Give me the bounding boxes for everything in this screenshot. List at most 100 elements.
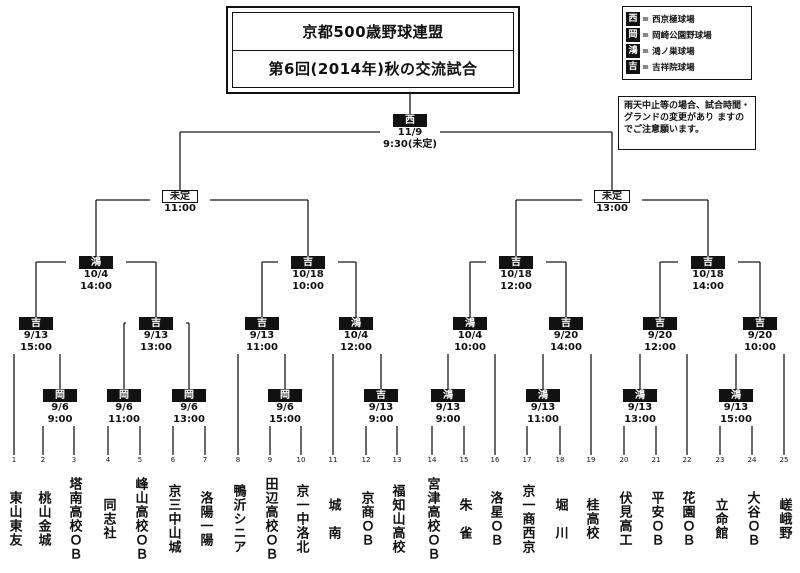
match-time: 9:00 bbox=[47, 414, 73, 425]
venue-badge: 吉 bbox=[245, 317, 279, 330]
team-number: 21 bbox=[651, 456, 661, 464]
rain-notice: 雨天中止等の場合、試合時間・グランドの変更があり ますのでご注意願います。 bbox=[618, 96, 756, 150]
team-number: 14 bbox=[427, 456, 437, 464]
team-name: 朱 雀 bbox=[456, 498, 472, 540]
team-name: 京商ＯＢ bbox=[358, 491, 374, 547]
match-date: 9/6 bbox=[180, 402, 198, 413]
team-number: 22 bbox=[682, 456, 692, 464]
match-time: 12:00 bbox=[644, 342, 676, 353]
match-date: 10/18 bbox=[500, 269, 532, 280]
venue-badge: 鴻 bbox=[339, 317, 373, 330]
match-date: 9/13 bbox=[435, 402, 461, 413]
team-number: 10 bbox=[296, 456, 306, 464]
team-number: 7 bbox=[202, 456, 208, 464]
match-date: 10/18 bbox=[292, 269, 324, 280]
team-number: 20 bbox=[619, 456, 629, 464]
match-date: 9/13 bbox=[723, 402, 749, 413]
match-date: 10/18 bbox=[692, 269, 724, 280]
team-number: 2 bbox=[40, 456, 46, 464]
match-date: 9/20 bbox=[747, 330, 773, 341]
match-time: 13:00 bbox=[624, 414, 656, 425]
venue-badge: 鴻 bbox=[719, 389, 753, 402]
match-date: 10/4 bbox=[83, 269, 109, 280]
match-date: 9/13 bbox=[23, 330, 49, 341]
match-time: 10:00 bbox=[744, 342, 776, 353]
venue-badge: 吉 bbox=[19, 317, 53, 330]
venue-badge: 鴻 bbox=[431, 389, 465, 402]
match-date: 11/9 bbox=[397, 127, 423, 138]
match-time: 11:00 bbox=[164, 203, 196, 214]
team-entry: 11 城 南 bbox=[321, 456, 345, 573]
team-name: 京三中山城 bbox=[165, 484, 181, 554]
team-number: 16 bbox=[490, 456, 500, 464]
match-time: 14:00 bbox=[550, 342, 582, 353]
venue-badge: 吉 bbox=[626, 60, 640, 74]
title-inner: 京都500歳野球連盟 第6回(2014年)秋の交流試合 bbox=[232, 12, 514, 88]
team-number: 19 bbox=[586, 456, 596, 464]
team-number: 17 bbox=[522, 456, 532, 464]
match-time: 9:00 bbox=[368, 414, 394, 425]
venue-badge: 鴻 bbox=[453, 317, 487, 330]
team-name: 宮津高校ＯＢ bbox=[424, 477, 440, 561]
venue-badge: 鴻 bbox=[623, 389, 657, 402]
match-date: 9/6 bbox=[115, 402, 133, 413]
match-date: 9/13 bbox=[143, 330, 169, 341]
legend-row: 吉= 吉祥院球場 bbox=[626, 59, 748, 75]
venue-badge: 吉 bbox=[291, 256, 325, 269]
venue-badge: 岡 bbox=[43, 389, 77, 402]
match-date: 9/13 bbox=[627, 402, 653, 413]
venue-legend: 西= 西京極球場 岡= 岡崎公園野球場 鴻= 鴻ノ巣球場 吉= 吉祥院球場 bbox=[622, 6, 752, 80]
venue-badge: 吉 bbox=[643, 317, 677, 330]
venue-badge: 吉 bbox=[499, 256, 533, 269]
match-time: 10:00 bbox=[454, 342, 486, 353]
match-date: 10/4 bbox=[457, 330, 483, 341]
match-time: 13:00 bbox=[140, 342, 172, 353]
venue-badge: 西 bbox=[626, 12, 640, 26]
team-name: 城 南 bbox=[325, 498, 341, 540]
team-number: 1 bbox=[11, 456, 17, 464]
team-number: 4 bbox=[105, 456, 111, 464]
team-number: 5 bbox=[137, 456, 143, 464]
legend-text: = 岡崎公園野球場 bbox=[642, 31, 712, 41]
venue-badge: 吉 bbox=[364, 389, 398, 402]
team-name: 洛陽一陽 bbox=[197, 491, 213, 547]
legend-row: 鴻= 鴻ノ巣球場 bbox=[626, 43, 748, 59]
match-time: 11:00 bbox=[108, 414, 140, 425]
venue-badge: 鴻 bbox=[526, 389, 560, 402]
match-time: 15:00 bbox=[20, 342, 52, 353]
team-entry: 16 洛星ＯＢ bbox=[483, 456, 507, 573]
match-time: 9:30(未定) bbox=[382, 139, 437, 150]
team-entry: 14 宮津高校ＯＢ bbox=[420, 456, 444, 573]
venue-badge: 吉 bbox=[691, 256, 725, 269]
venue-badge: 吉 bbox=[743, 317, 777, 330]
team-name: 塔南高校ＯＢ bbox=[66, 477, 82, 561]
team-number: 11 bbox=[328, 456, 338, 464]
venue-badge: 岡 bbox=[268, 389, 302, 402]
league-name: 京都500歳野球連盟 bbox=[302, 22, 444, 41]
team-name: 伏見高工 bbox=[616, 491, 632, 547]
team-entry: 7 洛陽一陽 bbox=[193, 456, 217, 573]
team-name: 洛星ＯＢ bbox=[487, 491, 503, 547]
